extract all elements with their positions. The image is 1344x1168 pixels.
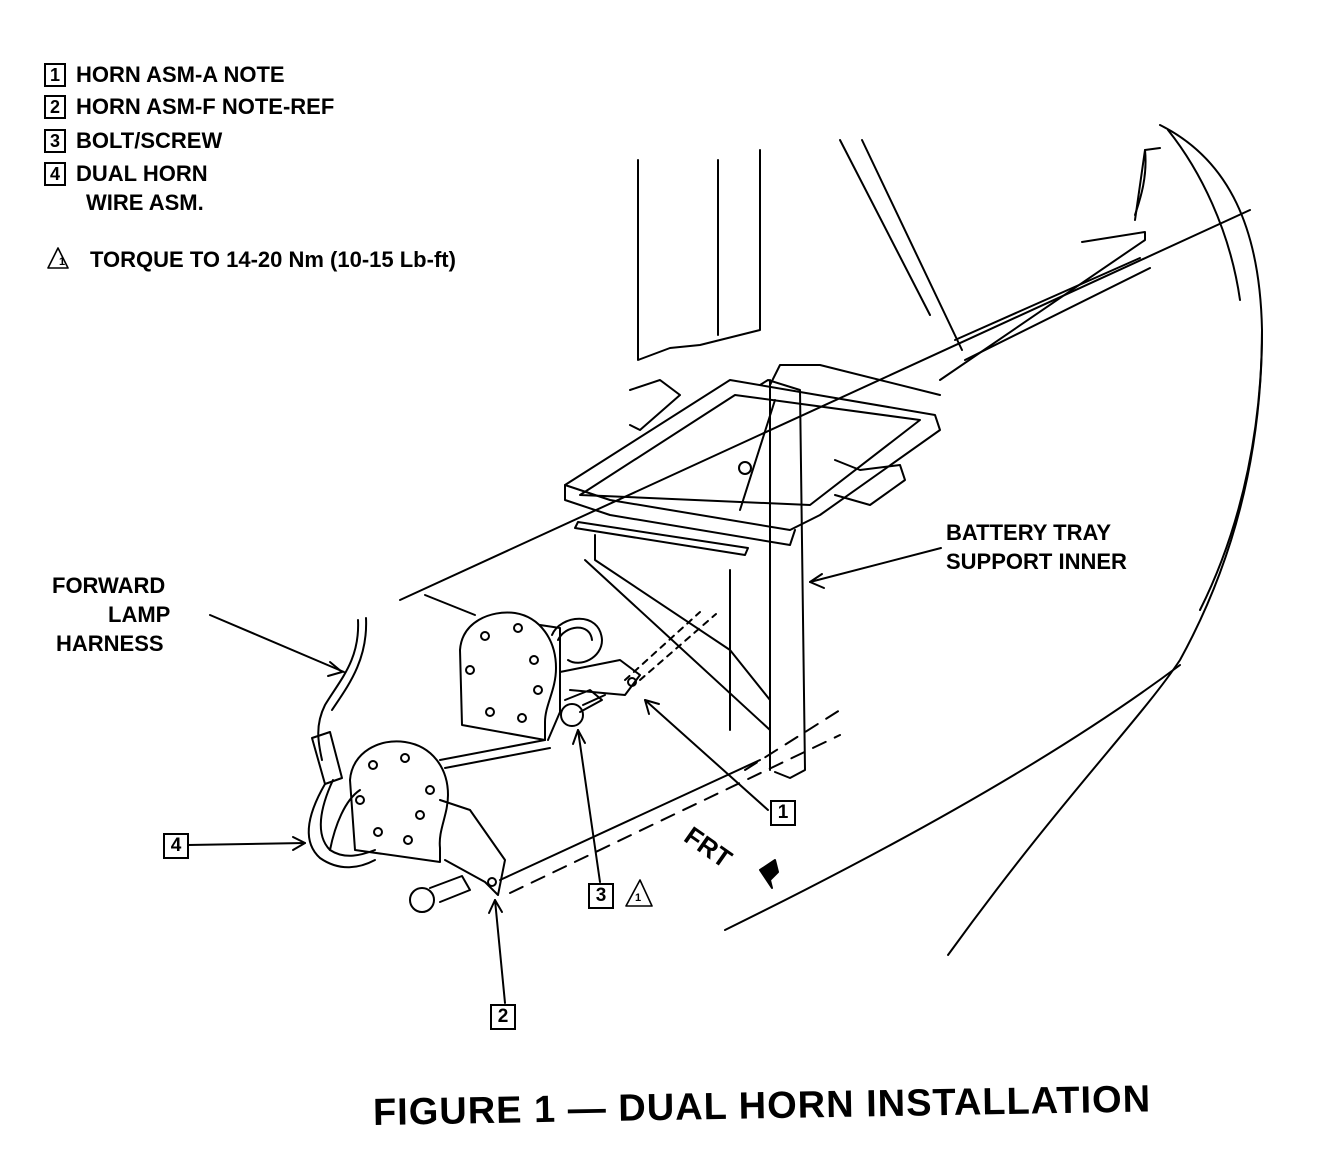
forward-lamp-label-line2: LAMP bbox=[108, 602, 171, 627]
legend-number-box: 4 bbox=[44, 162, 66, 186]
upper-rails bbox=[399, 147, 1251, 616]
legend-number-box: 1 bbox=[44, 63, 66, 87]
legend-label: BOLT/SCREW bbox=[76, 128, 223, 153]
legend-item-2: 2 HORN ASM-F NOTE-REF bbox=[44, 95, 334, 119]
rear-panel bbox=[637, 139, 963, 361]
legend-item-3: 3 BOLT/SCREW bbox=[44, 129, 222, 153]
fender-outline bbox=[724, 124, 1263, 956]
leader-lines bbox=[187, 547, 942, 1004]
bolt-3 bbox=[560, 689, 606, 727]
battery-tray bbox=[564, 364, 941, 546]
battery-tray-label-line2: SUPPORT INNER bbox=[946, 549, 1127, 574]
forward-lamp-label-line3: HARNESS bbox=[56, 631, 164, 656]
legend-number-box: 3 bbox=[44, 129, 66, 153]
tray-support-bracket bbox=[574, 379, 806, 779]
callout-1: 1 bbox=[770, 800, 796, 826]
horn-f bbox=[349, 739, 551, 896]
horn-a bbox=[459, 611, 641, 741]
torque-triangle-number: 1 bbox=[59, 256, 66, 268]
legend-item-1: 1 HORN ASM-A NOTE bbox=[44, 63, 285, 87]
callout-4: 4 bbox=[163, 833, 189, 859]
legend-label: HORN ASM-F NOTE-REF bbox=[76, 94, 335, 119]
frt-arrow bbox=[759, 859, 779, 889]
forward-lamp-label-line1: FORWARD bbox=[52, 573, 166, 598]
bolt-2 bbox=[409, 875, 471, 913]
callout-2: 2 bbox=[490, 1004, 516, 1030]
lower-body-lines bbox=[499, 709, 841, 894]
legend-label: HORN ASM-A NOTE bbox=[76, 62, 285, 87]
battery-tray-label-line1: BATTERY TRAY bbox=[946, 520, 1112, 545]
legend-number-box: 2 bbox=[44, 95, 66, 119]
callout-3: 3 bbox=[588, 883, 614, 909]
bolt-3-guide-lines bbox=[624, 611, 717, 681]
wire-harness bbox=[307, 617, 376, 869]
torque-note: TORQUE TO 14-20 Nm (10-15 Lb-ft) bbox=[90, 247, 456, 272]
callout-3-torque-number: 1 bbox=[635, 892, 642, 904]
torque-triangle-callout bbox=[625, 879, 653, 907]
legend-item-4: 4 DUAL HORN bbox=[44, 162, 208, 186]
legend-label: DUAL HORN bbox=[76, 161, 208, 186]
torque-triangle-legend bbox=[47, 247, 69, 269]
legend-label-continued: WIRE ASM. bbox=[86, 190, 204, 215]
